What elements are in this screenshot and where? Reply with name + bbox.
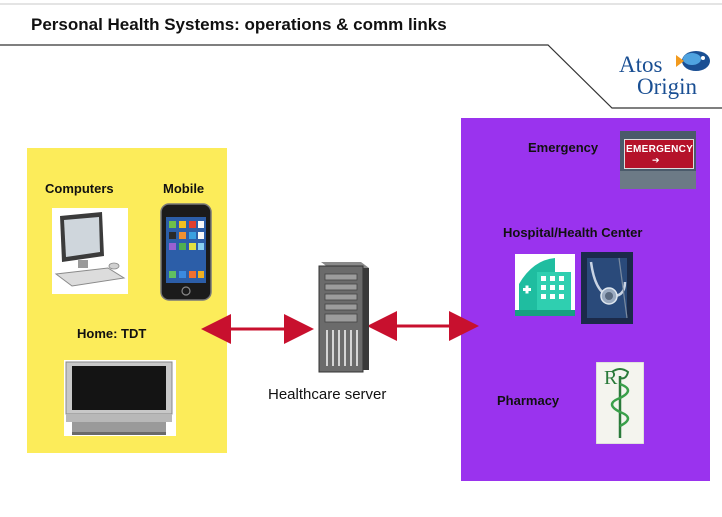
- hospital-label: Hospital/Health Center: [503, 225, 643, 240]
- stethoscope-icon: [581, 252, 633, 324]
- svg-text:R: R: [604, 367, 618, 389]
- emergency-label: Emergency: [528, 140, 599, 155]
- hospital-building-icon: [515, 254, 575, 316]
- logo-text-origin: Origin: [637, 74, 698, 99]
- comm-links-arrows: [201, 311, 479, 344]
- logo-fish-icon: [676, 51, 710, 71]
- pharmacy-symbol-icon: R: [596, 362, 644, 444]
- logo-text-atos: Atos: [619, 52, 663, 77]
- header-rule: [0, 3, 722, 109]
- mobile-label: Mobile: [163, 181, 205, 196]
- emergency-sign-icon: EMERGENCY ➔: [620, 131, 696, 189]
- home-tdt-label: Home: TDT: [77, 326, 147, 341]
- healthcare-server-label: Healthcare server: [268, 386, 387, 403]
- computer-icon: [52, 208, 128, 294]
- computers-label: Computers: [45, 181, 114, 196]
- slide-title: Personal Health Systems: operations & co…: [31, 15, 447, 34]
- emergency-sign-text: EMERGENCY: [626, 144, 694, 155]
- pharmacy-label: Pharmacy: [497, 393, 560, 408]
- mobile-phone-icon: [160, 203, 212, 301]
- emergency-arrow-glyph: ➔: [652, 155, 660, 165]
- server-icon: [318, 262, 369, 373]
- tv-icon: [64, 360, 176, 436]
